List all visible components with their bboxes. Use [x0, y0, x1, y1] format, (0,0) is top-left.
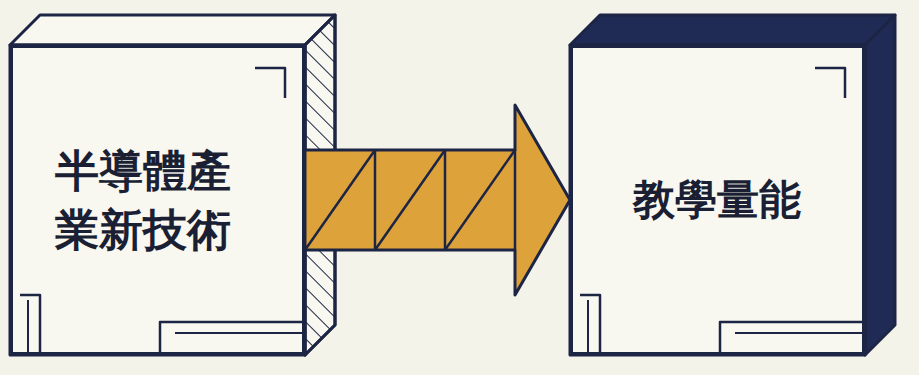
process-box: 半導體產 業新技術 [10, 45, 305, 355]
truss-line [514, 150, 517, 250]
arrow-body [305, 105, 570, 295]
box-label: 教學量能 [633, 172, 801, 229]
truss-line [374, 150, 377, 250]
box-label: 半導體產 業新技術 [55, 141, 253, 260]
truss-arrow [305, 105, 570, 295]
truss-line [375, 150, 445, 250]
process-box: 教學量能 [570, 45, 865, 355]
right-cube [570, 15, 895, 355]
truss-line [444, 150, 447, 250]
left-cube [10, 15, 335, 355]
truss-line [305, 150, 375, 250]
truss-line [445, 150, 515, 250]
